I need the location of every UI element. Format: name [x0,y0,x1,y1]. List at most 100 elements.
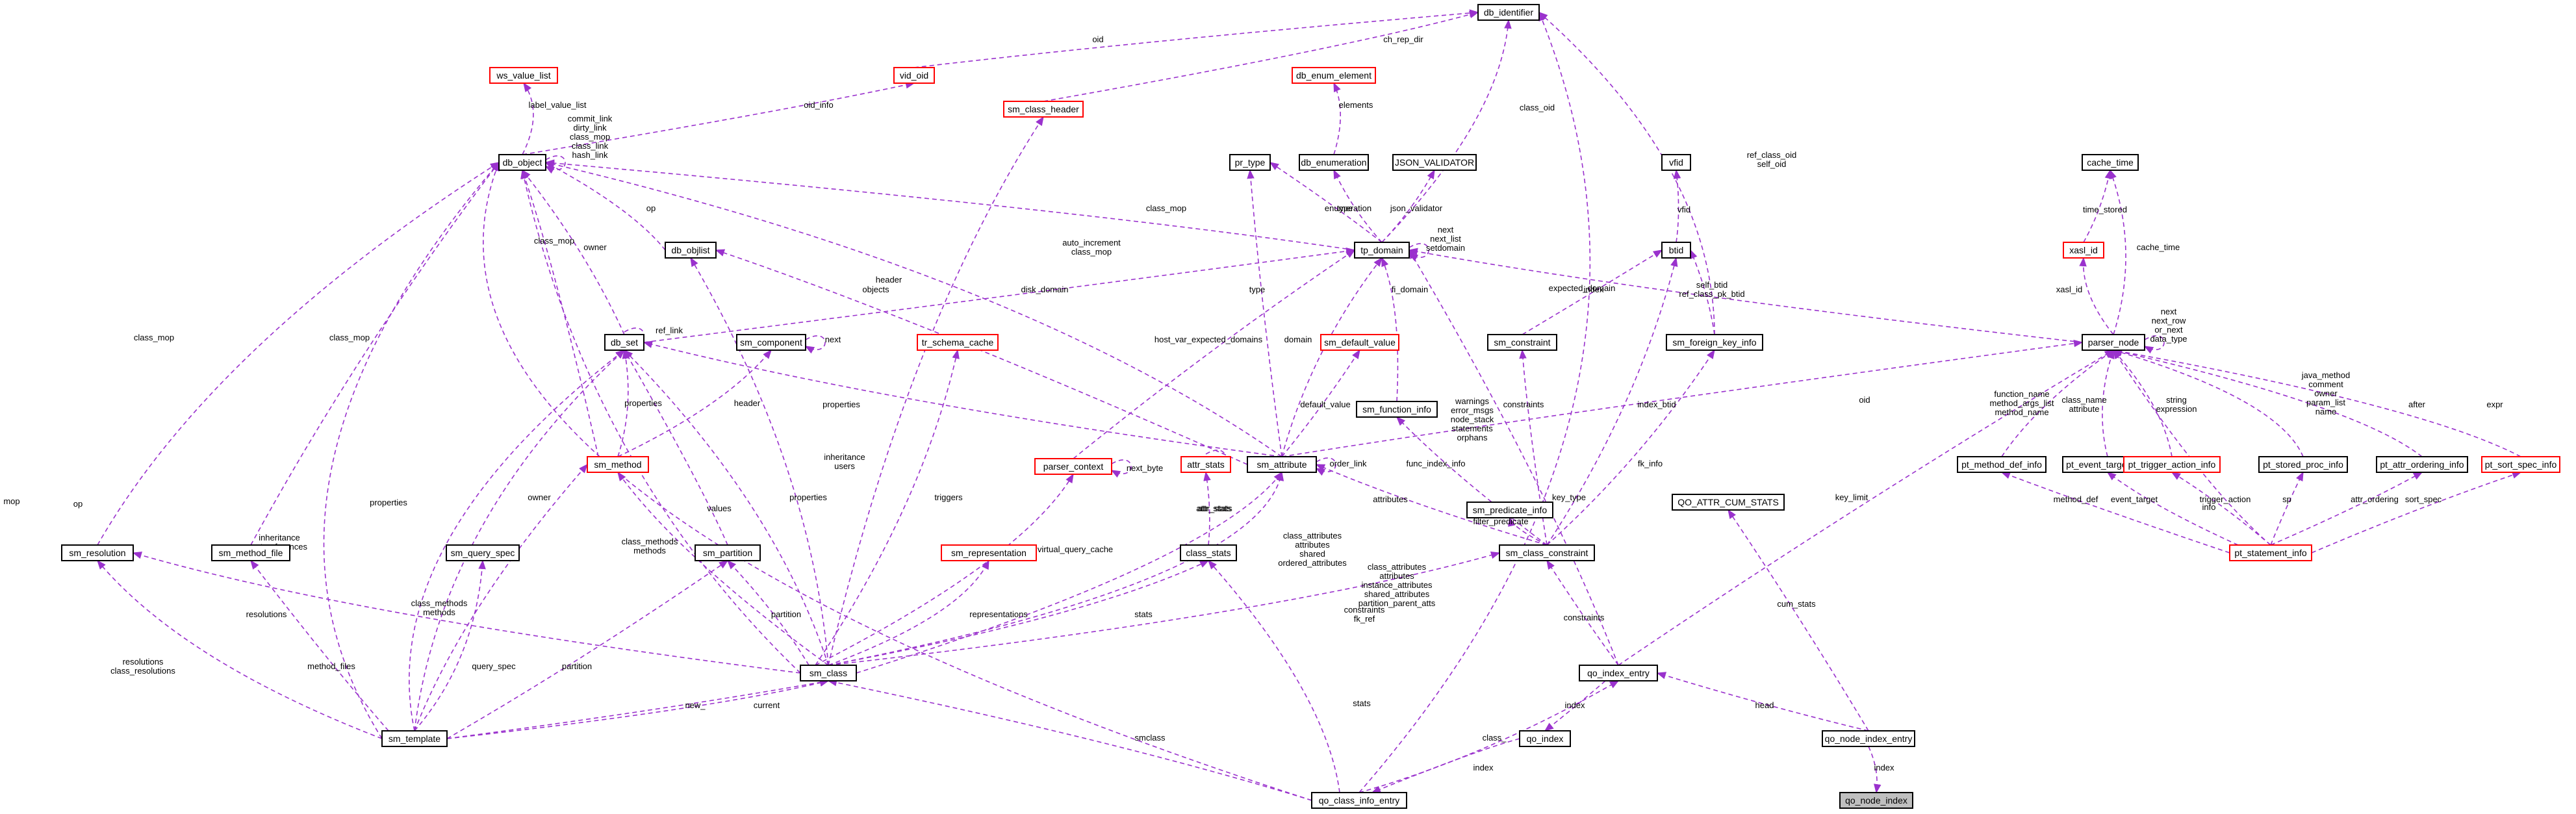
node-db-objlist[interactable]: db_objlist [665,242,717,259]
node-sm-class[interactable]: sm_class [800,665,857,681]
node-box [1661,242,1691,259]
node-sm-function-info[interactable]: sm_function_info [1356,401,1438,418]
node-box [1299,154,1369,171]
node-qo-index[interactable]: qo_index [1519,730,1571,747]
node-pr-type[interactable]: pr_type [1229,154,1271,171]
edge-db_set-to-tp_domain [643,248,1356,343]
node-sm-foreign-key-info[interactable]: sm_foreign_key_info [1666,334,1763,351]
edge-label-vfid: vfid [1677,205,1690,214]
node-sm-class-header[interactable]: sm_class_header [1003,101,1084,118]
node-json-validator[interactable]: JSON_VALIDATOR [1392,154,1477,171]
node-sm-component[interactable]: sm_component [736,334,806,351]
node-vid-oid[interactable]: vid_oid [893,67,935,84]
node-sm-method[interactable]: sm_method [587,456,649,473]
edge-sm_template-to-db_set [409,350,626,731]
node-sm-class-constraint[interactable]: sm_class_constraint [1499,544,1595,561]
edge-db_object-to-ws_value_list [522,82,534,155]
edge-label-host_var: host_var_expected_domains [1154,335,1263,344]
node-qo-class-info-entry[interactable]: qo_class_info_entry [1311,792,1407,809]
edge-label-sort_spec: sort_spec [2405,494,2442,504]
node-sm-partition[interactable]: sm_partition [695,544,761,561]
node-xasl-id[interactable]: xasl_id [2063,242,2104,259]
node-db-set[interactable]: db_set [604,334,644,351]
node-sm-predicate-info[interactable]: sm_predicate_info [1466,502,1553,518]
node-label: qo_class_info_entry [1319,795,1400,806]
node-label: pt_trigger_action_info [2128,459,2216,470]
edge-parser_context-to-tp_domain [1073,249,1356,459]
node-box [1666,334,1763,351]
edge-sm_method-to-db_object [521,169,599,457]
node-label: xasl_id [2069,245,2098,255]
edge-sm_class-to-sm_resolution [132,552,801,674]
node-sm-attribute[interactable]: sm_attribute [1247,456,1317,473]
node-pt-stored-proc-info[interactable]: pt_stored_proc_info [2258,456,2348,473]
edge-label-op: op [73,499,83,509]
edge-db_set-to-db_object [522,169,625,335]
node-pt-method-def-info[interactable]: pt_method_def_info [1957,456,2047,473]
edge-qo_node_index_entry-to-qo_attr_cum_stats [1728,509,1869,731]
edge-qo_node_index_entry-to-qo_index_entry [1656,672,1869,731]
edge-label-ch_rep_dir: ch_rep_dir [1383,34,1423,44]
node-pt-trigger-action-info[interactable]: pt_trigger_action_info [2123,456,2221,473]
node-box [800,665,857,681]
edge-sm_class_header-to-db_identifier [1043,10,1479,102]
node-cache-time[interactable]: cache_time [2082,154,2139,171]
node-attr-stats[interactable]: attr_stats [1180,456,1231,473]
node-parser-context[interactable]: parser_context [1034,458,1112,475]
edge-qo_index_entry-to-parser_node [1618,350,2115,666]
node-ws-value-list[interactable]: ws_value_list [489,67,558,84]
edge-label-type: type [1249,285,1266,294]
node-qo-index-entry[interactable]: qo_index_entry [1579,665,1658,681]
node-sm-constraint[interactable]: sm_constraint [1487,334,1557,351]
node-db-object[interactable]: db_object [498,154,546,171]
node-box [1034,458,1112,475]
node-sm-method-file[interactable]: sm_method_file [211,544,290,561]
edge-qo_class_info_entry-to-db_object [483,161,1312,801]
node-btid[interactable]: btid [1661,242,1691,259]
edge-label-class_mop: class_mop [1146,203,1186,213]
node-tr-schema-cache[interactable]: tr_schema_cache [917,334,999,351]
node-sm-representation[interactable]: sm_representation [941,544,1037,561]
node-label: pt_method_def_info [1961,459,2042,470]
node-db-identifier[interactable]: db_identifier [1477,4,1540,21]
edge-label-objects: objects [862,285,889,294]
node-pt-attr-ordering-info[interactable]: pt_attr_ordering_info [2376,456,2468,473]
node-label: ws_value_list [496,70,550,81]
node-parser-node[interactable]: parser_node [2082,334,2145,351]
edge-label-new_: new_ [685,700,706,710]
node-db-enum-element[interactable]: db_enum_element [1292,67,1376,84]
node-qo-attr-cum-stats[interactable]: QO_ATTR_CUM_STATS [1672,494,1785,511]
node-box [1579,665,1658,681]
edge-qo_index_entry-to-sm_class_constraint [1546,559,1619,666]
node-vfid[interactable]: vfid [1661,154,1691,171]
edge-label-mop: mop [3,496,19,506]
node-sm-query-spec[interactable]: sm_query_spec [446,544,520,561]
edge-label-properties: properties [823,400,860,409]
node-class-stats[interactable]: class_stats [1180,544,1237,561]
edge-label-class_mop: class_mop [134,333,174,342]
node-box [604,334,644,351]
node-sm-default-value[interactable]: sm_default_value [1320,334,1399,351]
edge-sm_function_info-to-tp_domain [1381,257,1399,402]
node-box [489,67,558,84]
edge-sm_component-to-sm_component [804,335,826,354]
node-sm-template[interactable]: sm_template [381,730,448,747]
node-tp-domain[interactable]: tp_domain [1354,242,1410,259]
node-label: sm_function_info [1362,404,1431,414]
node-box [893,67,935,84]
edge-label-representations: representations [969,609,1028,619]
node-qo-node-index-entry[interactable]: qo_node_index_entry [1822,730,1915,747]
node-sm-resolution[interactable]: sm_resolution [61,544,134,561]
node-pt-statement-info[interactable]: pt_statement_info [2229,544,2312,561]
node-box [2376,456,2468,473]
node-pt-sort-spec-info[interactable]: pt_sort_spec_info [2481,456,2560,473]
edge-sm_template-to-sm_method_file [250,559,389,731]
node-db-enumeration[interactable]: db_enumeration [1299,154,1369,171]
edge-label-elements: elements [1339,100,1373,110]
node-qo-node-index[interactable]: qo_node_index [1839,792,1913,809]
edge-label-class_mop: class_mop [534,236,574,246]
